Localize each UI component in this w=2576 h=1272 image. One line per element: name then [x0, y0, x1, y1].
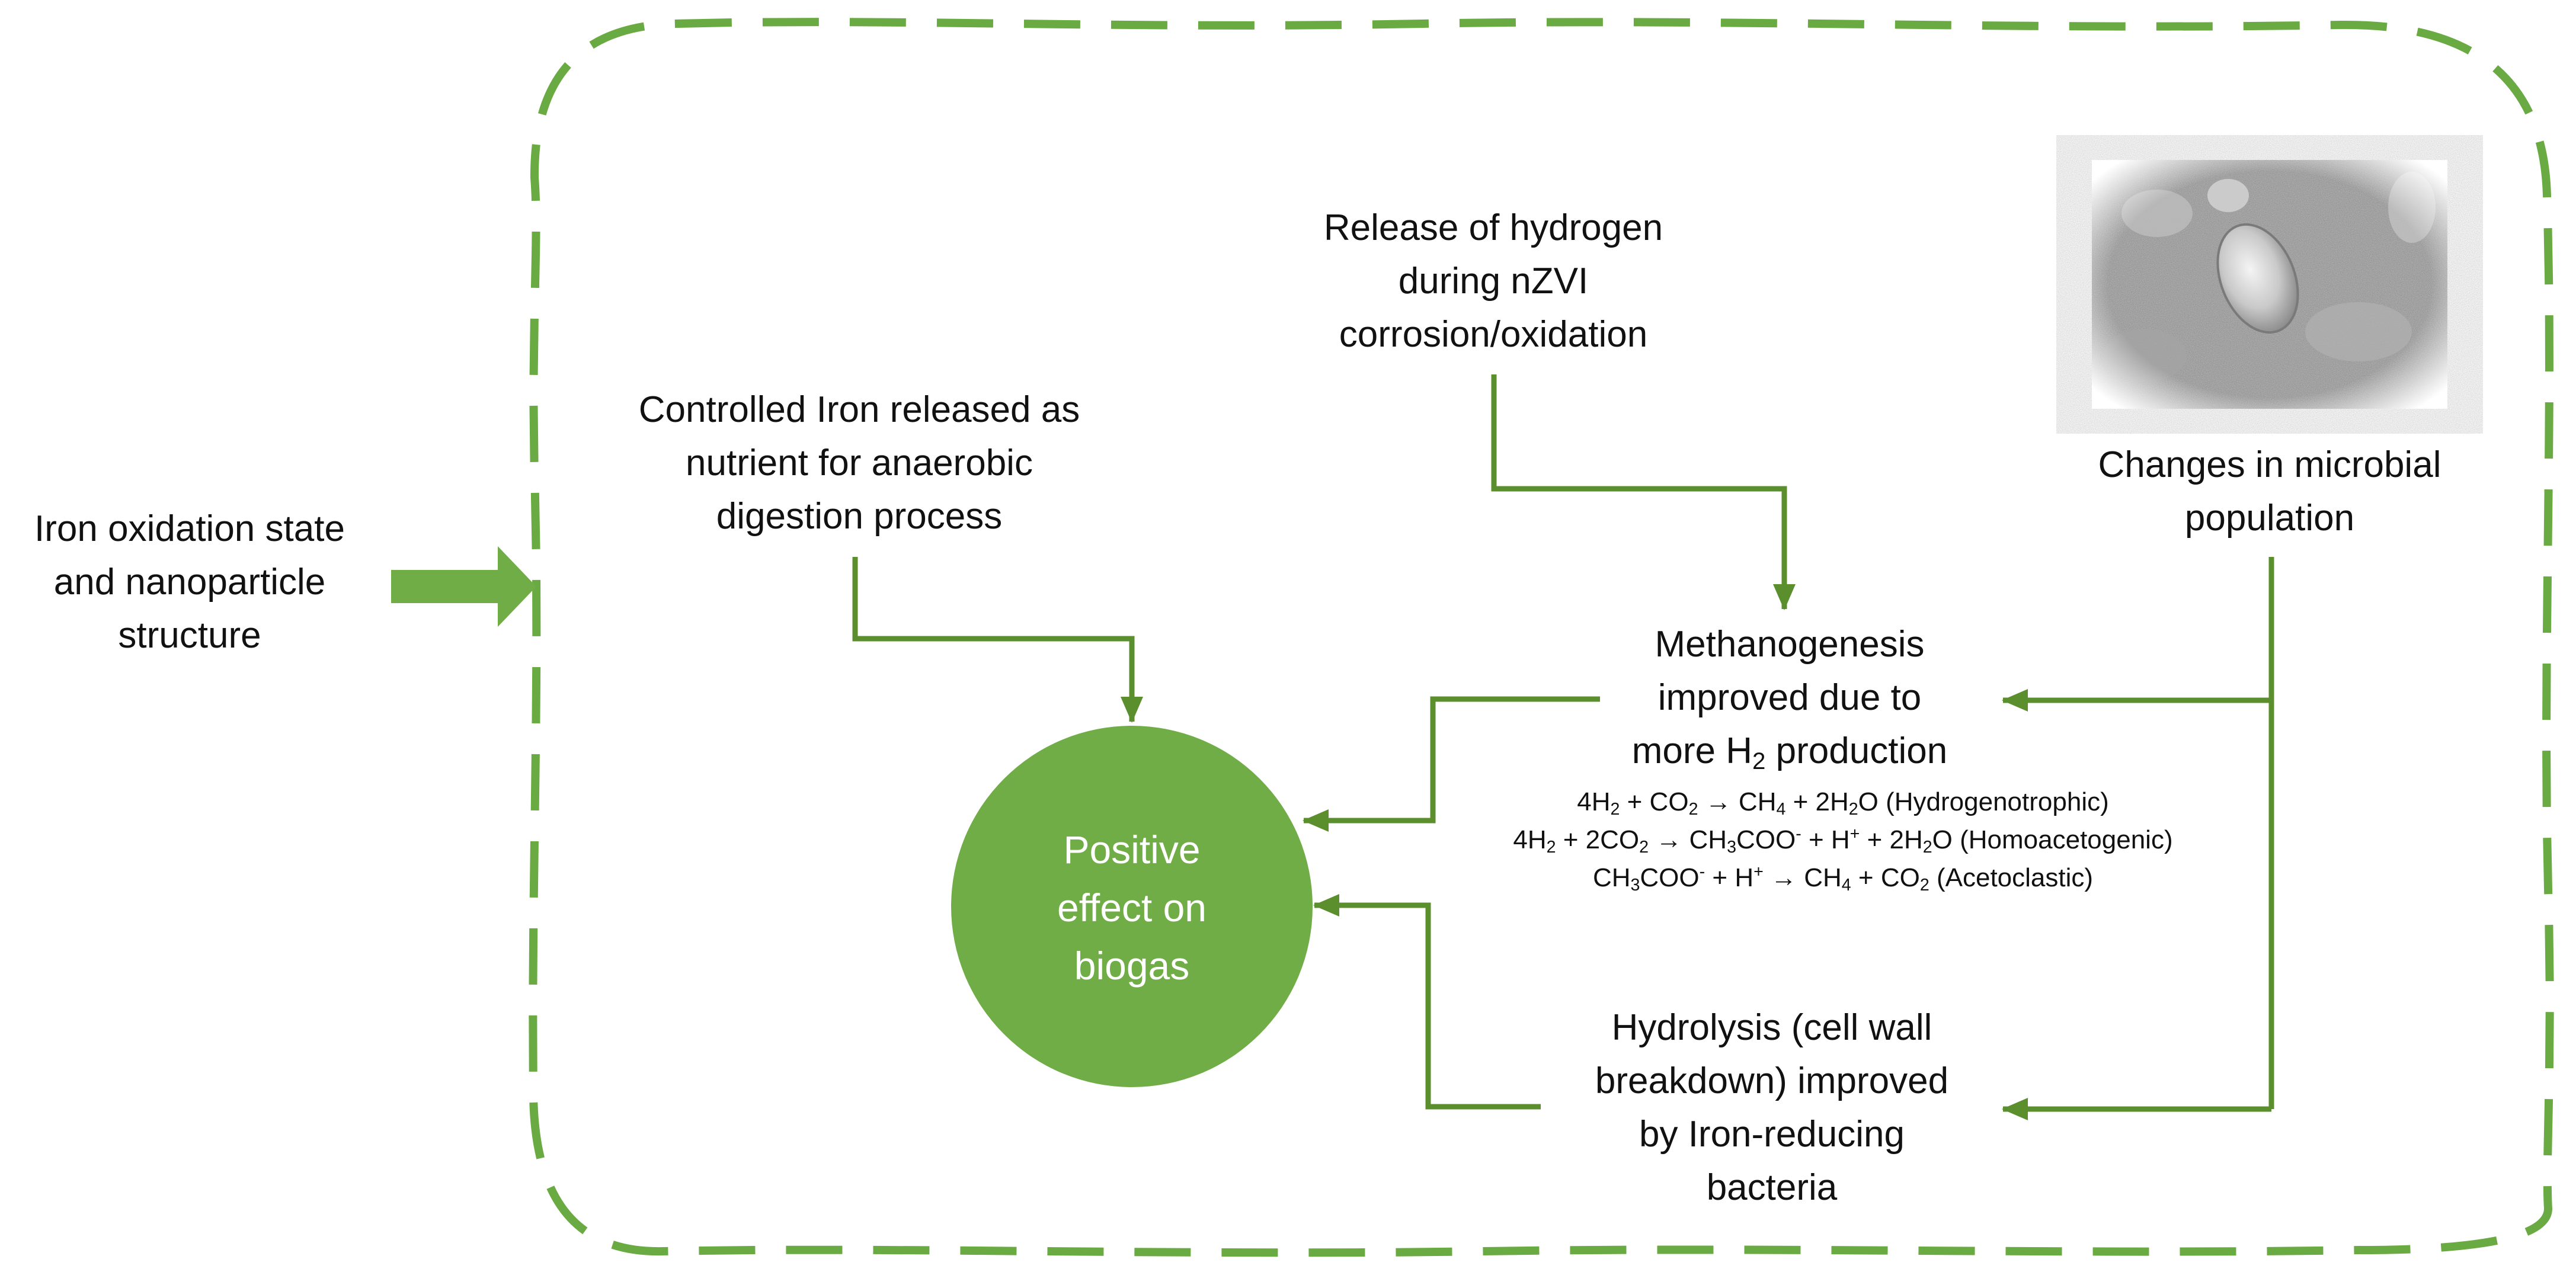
- sem-micrograph-bacterium-icon: [2092, 160, 2447, 409]
- methanogenesis-line3: more H2 production: [1631, 730, 1948, 775]
- biogas-outcome-label: Positive effect on biogas: [1057, 828, 1207, 988]
- right-block-arrow-icon: [391, 546, 536, 627]
- input-label: Iron oxidation state and nanoparticle st…: [34, 508, 345, 656]
- hydrogen-release-label: Release of hydrogen during nZVI corrosio…: [1323, 207, 1663, 355]
- connector-hydrolysis-to-biogas: [1313, 894, 1541, 1110]
- microbial-label: Changes in microbial population: [2098, 444, 2441, 539]
- connector-methanogenesis-to-biogas: [1303, 696, 1600, 832]
- biogas-circle: [951, 726, 1313, 1087]
- iron-nutrient-label: Controlled Iron released as nutrient for…: [638, 389, 1080, 537]
- equation-homoacetogenic: 4H2 + 2CO2 → CH3COO- + H+ + 2H2O (Homoac…: [1513, 824, 2173, 857]
- equation-acetoclastic: CH3COO- + H+ → CH4 + CO2 (Acetoclastic): [1592, 862, 2094, 895]
- methanogenesis-label: Methanogenesis improved due to more H2 p…: [1541, 618, 2039, 778]
- reaction-equations: 4H2 + CO2 → CH4 + 2H2O (Hydrogenotrophic…: [1422, 783, 2264, 897]
- connector-iron-to-biogas: [852, 557, 1143, 723]
- dashed-boundary: [529, 18, 2554, 1257]
- hydrolysis-label: Hydrolysis (cell wall breakdown) improve…: [1595, 1007, 1949, 1208]
- equation-hydrogenotrophic: 4H2 + CO2 → CH4 + 2H2O (Hydrogenotrophic…: [1577, 787, 2109, 819]
- connector-hydrogen-to-methanogenesis: [1491, 374, 1796, 610]
